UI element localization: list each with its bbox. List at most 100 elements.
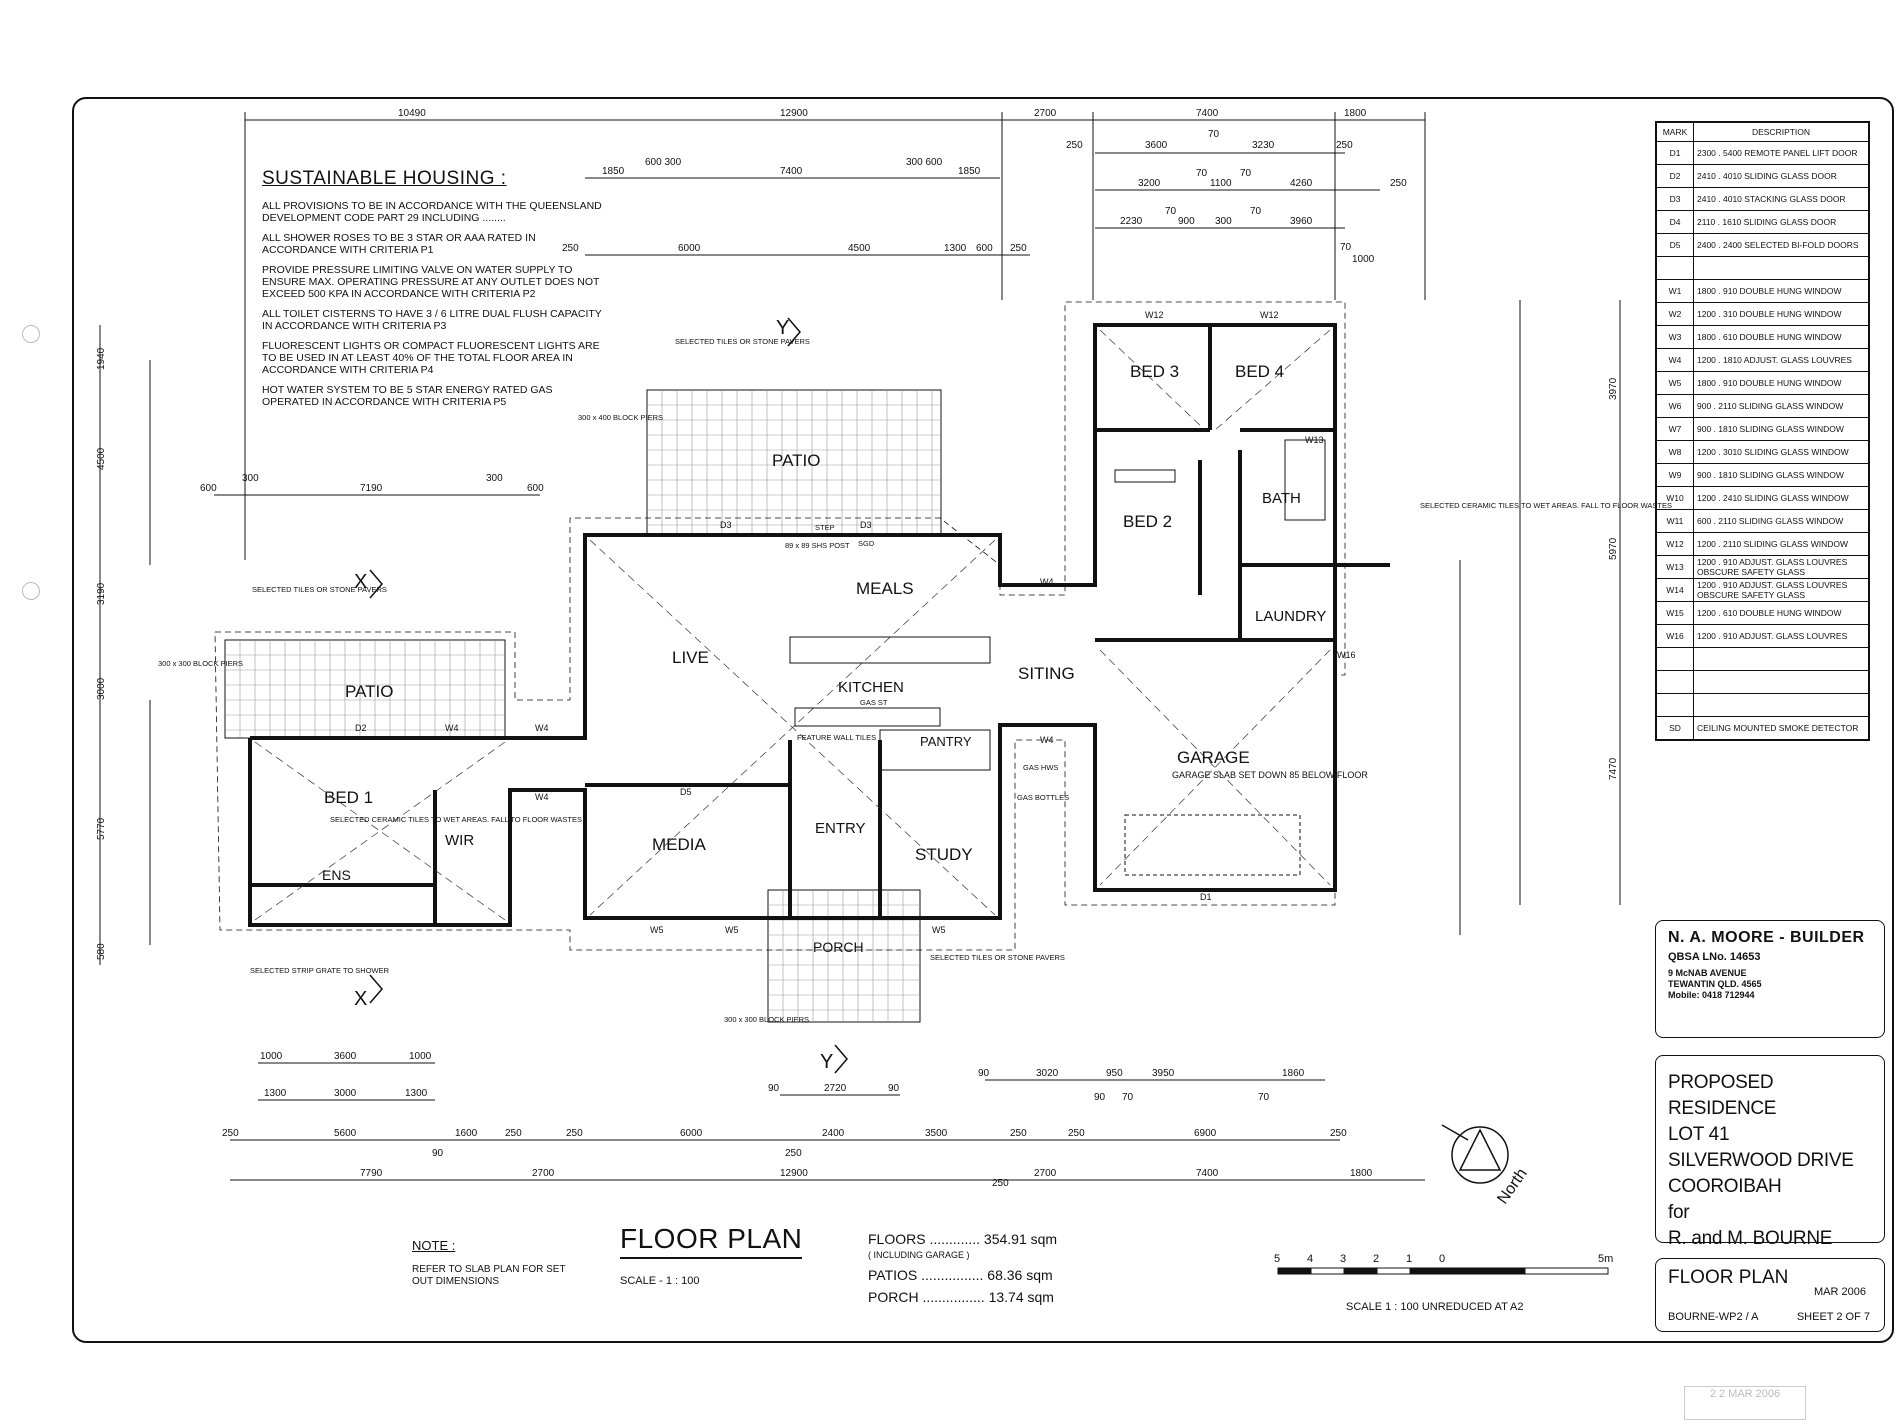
- room-bed2: BED 2: [1123, 512, 1172, 531]
- svg-text:W13: W13: [1305, 435, 1324, 445]
- room-pantry: PANTRY: [920, 734, 972, 749]
- room-entry: ENTRY: [815, 820, 866, 837]
- svg-text:1000: 1000: [1352, 254, 1375, 265]
- room-siting: SITING: [1018, 664, 1075, 683]
- svg-text:250: 250: [1068, 1128, 1085, 1139]
- svg-text:4260: 4260: [1290, 178, 1313, 189]
- binder-hole: [22, 582, 40, 600]
- svg-text:W16: W16: [1337, 650, 1356, 660]
- svg-text:10490: 10490: [398, 108, 426, 119]
- kitchen-bench: [794, 707, 941, 727]
- svg-text:90: 90: [888, 1083, 900, 1094]
- builder-address2: TEWANTIN QLD. 4565: [1668, 979, 1762, 989]
- svg-text:3960: 3960: [1290, 216, 1313, 227]
- svg-text:950: 950: [1106, 1068, 1123, 1079]
- legend-description: 1800 . 910 DOUBLE HUNG WINDOW: [1693, 371, 1869, 395]
- legend-description: 1800 . 610 DOUBLE HUNG WINDOW: [1693, 325, 1869, 349]
- annotation-ceramic-bath: SELECTED CERAMIC TILES TO WET AREAS. FAL…: [1420, 501, 1672, 510]
- stamp-date: 2 2 MAR 2006: [1709, 1388, 1781, 1400]
- drawing-title: FLOOR PLAN: [620, 1223, 803, 1259]
- legend-description: 1800 . 910 DOUBLE HUNG WINDOW: [1693, 279, 1869, 303]
- legend-description: 2110 . 1610 SLIDING GLASS DOOR: [1693, 210, 1869, 234]
- svg-text:70: 70: [1165, 206, 1177, 217]
- received-stamp: 2 2 MAR 2006: [1684, 1386, 1806, 1420]
- annotation-gas-st: GAS ST: [860, 698, 888, 707]
- svg-text:300 600: 300 600: [906, 157, 943, 168]
- svg-text:5: 5: [1274, 1253, 1280, 1265]
- annotation-feature-wall: FEATURE WALL TILES: [797, 733, 876, 742]
- svg-text:W12: W12: [1260, 310, 1279, 320]
- drawing-scale: SCALE - 1 : 100: [620, 1275, 700, 1287]
- svg-text:4: 4: [1307, 1253, 1313, 1265]
- svg-text:250: 250: [566, 1128, 583, 1139]
- legend-header-mark: MARK: [1656, 122, 1694, 142]
- svg-text:1850: 1850: [958, 166, 981, 177]
- patio-left: [224, 639, 506, 739]
- svg-text:Y: Y: [820, 1051, 833, 1073]
- annotation-gas-bottles: GAS BOTTLES: [1017, 793, 1069, 802]
- annotation-ceramic-ens: SELECTED CERAMIC TILES TO WET AREAS. FAL…: [330, 815, 582, 824]
- svg-text:3190: 3190: [96, 582, 107, 605]
- svg-text:5970: 5970: [1608, 537, 1619, 560]
- svg-text:2720: 2720: [824, 1083, 847, 1094]
- svg-text:4500: 4500: [96, 447, 107, 470]
- north-label: North: [1494, 1165, 1530, 1207]
- svg-text:Y: Y: [776, 317, 789, 339]
- svg-text:D3: D3: [720, 520, 732, 530]
- kitchen-island-bench: [789, 636, 991, 664]
- legend-mark: D1: [1656, 141, 1694, 165]
- svg-text:1860: 1860: [1282, 1068, 1305, 1079]
- svg-text:3500: 3500: [925, 1128, 948, 1139]
- legend-mark: [1656, 693, 1694, 717]
- legend-mark: W12: [1656, 532, 1694, 556]
- svg-text:5600: 5600: [334, 1128, 357, 1139]
- svg-text:D5: D5: [680, 787, 692, 797]
- room-patio-left: PATIO: [345, 682, 394, 701]
- left-dimensions: 1940 4500 3190 3000 5770 580: [96, 347, 107, 960]
- svg-text:90: 90: [768, 1083, 780, 1094]
- annotation-tiles-top: SELECTED TILES OR STONE PAVERS: [675, 337, 810, 346]
- svg-text:90: 90: [978, 1068, 990, 1079]
- svg-text:250: 250: [992, 1178, 1009, 1189]
- room-patio-top: PATIO: [772, 451, 821, 470]
- room-media: MEDIA: [652, 835, 707, 854]
- svg-text:3230: 3230: [1252, 140, 1275, 151]
- robe-bed3: [1114, 469, 1176, 483]
- svg-text:1940: 1940: [96, 347, 107, 370]
- room-porch: PORCH: [813, 939, 864, 955]
- svg-text:1800: 1800: [1350, 1168, 1373, 1179]
- svg-text:1100: 1100: [1210, 178, 1232, 189]
- svg-text:7400: 7400: [1196, 108, 1219, 119]
- room-ens: ENS: [322, 867, 351, 883]
- svg-text:X: X: [354, 571, 367, 593]
- svg-text:1850: 1850: [602, 166, 625, 177]
- svg-text:1600: 1600: [455, 1128, 478, 1139]
- scale-bar-labels: 5 4 3 2 1 0 5m: [1274, 1253, 1613, 1265]
- svg-text:600: 600: [527, 483, 544, 494]
- svg-text:3600: 3600: [334, 1051, 357, 1062]
- svg-text:70: 70: [1340, 242, 1352, 253]
- note-title: NOTE :: [412, 1238, 456, 1253]
- annotation-step: STEP: [815, 523, 835, 532]
- builder-qbsa: QBSA LNo. 14653: [1668, 951, 1761, 963]
- svg-text:1300: 1300: [944, 243, 967, 254]
- porch: [767, 889, 921, 1023]
- svg-text:5m: 5m: [1598, 1253, 1613, 1265]
- svg-text:70: 70: [1196, 168, 1208, 179]
- svg-text:W4: W4: [1040, 735, 1054, 745]
- note-item: PROVIDE PRESSURE LIMITING VALVE ON WATER…: [262, 264, 600, 300]
- svg-text:250: 250: [505, 1128, 522, 1139]
- right-dimensions: 3970 5970 7470: [1608, 377, 1619, 780]
- sheet-number: SHEET 2 OF 7: [1796, 1311, 1870, 1323]
- svg-text:2400: 2400: [822, 1128, 845, 1139]
